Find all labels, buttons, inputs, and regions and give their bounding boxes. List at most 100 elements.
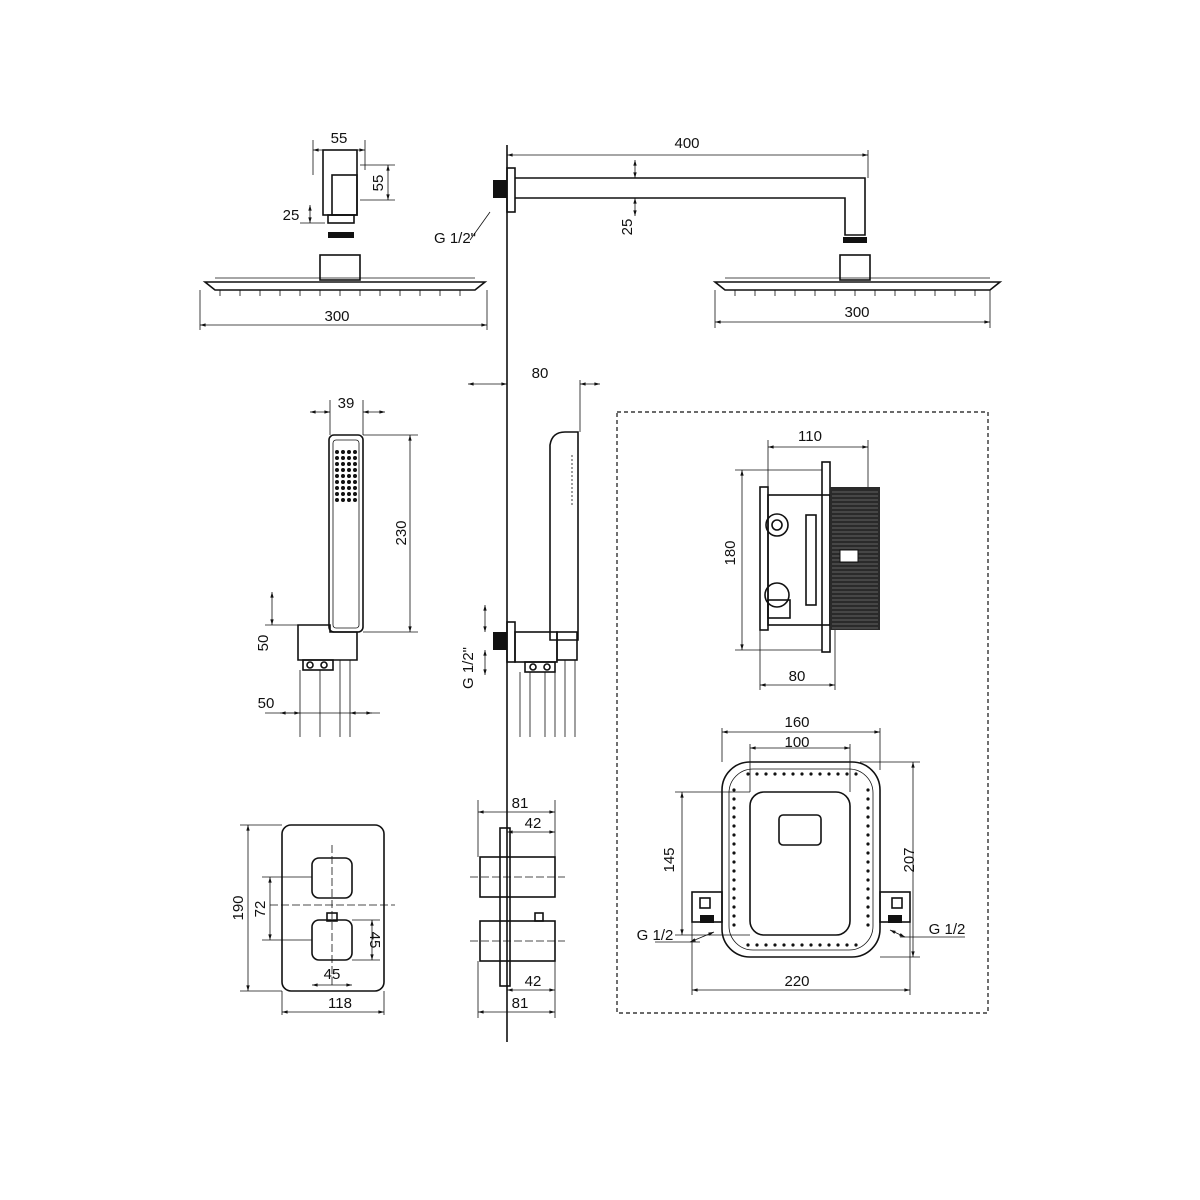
box-hole [866,914,870,918]
box-hole [866,869,870,873]
dim-box-total-width: 220 [784,973,809,990]
dim-arm-length: 400 [674,135,699,152]
box-hole [800,943,804,947]
dim-hand-thread: G 1/2" [460,647,477,689]
nozzle-dot [347,474,351,478]
box-hole [866,905,870,909]
dim-box-outer-width: 160 [784,714,809,731]
box-hole [755,943,759,947]
nozzle-dot [335,498,339,502]
box-hole [827,943,831,947]
dim-inlet-left: G 1/2 [637,927,674,944]
box-hole [854,772,858,776]
dim-trim-depth-top: 81 [512,795,529,812]
nozzle-dot [341,480,345,484]
box-hole [809,943,813,947]
nozzle-dot [347,468,351,472]
nozzle-dot [335,486,339,490]
box-hole [782,772,786,776]
dim-hand-width: 39 [338,395,355,412]
nozzle-dot [353,486,357,490]
box-hole [732,833,736,837]
box-hole [845,772,849,776]
box-hole [791,772,795,776]
box-hole [732,806,736,810]
dim-overhead-bracket-height: 55 [370,175,387,192]
box-hole [866,833,870,837]
box-hole [732,788,736,792]
hand-shower-side [467,380,600,737]
dim-valve-depth: 110 [798,428,822,445]
dim-overhead-connector: 25 [283,207,300,224]
dim-hand-length: 230 [393,520,410,545]
box-hole [866,797,870,801]
dim-knob-height: 45 [366,932,383,949]
box-hole [732,914,736,918]
nozzle-dot [347,486,351,490]
dim-head-right-width: 300 [844,304,869,321]
box-hole [854,943,858,947]
nozzle-dot [335,492,339,496]
dim-overhead-bracket-width: 55 [331,130,348,147]
nozzle-dot [353,480,357,484]
box-hole [866,806,870,810]
box-hole [800,772,804,776]
valve-body-side [735,440,880,690]
dim-box-inner-height: 145 [661,847,678,872]
nozzle-dot [335,456,339,460]
box-hole [866,851,870,855]
box-hole [818,772,822,776]
dim-arm-thread: G 1/2" [434,230,476,247]
nozzle-dot [353,474,357,478]
nozzle-dot [347,498,351,502]
box-hole [836,772,840,776]
box-hole [732,824,736,828]
dim-plate-height: 190 [230,895,247,920]
box-hole [764,772,768,776]
box-hole [746,772,750,776]
dim-box-outer-height: 207 [901,847,918,872]
nozzle-dot [347,492,351,496]
box-hole [773,943,777,947]
overhead-shower-side [469,150,1003,328]
box-hole [818,943,822,947]
nozzle-dot [341,462,345,466]
dim-box-inner-width: 100 [784,734,809,751]
dim-trim-depth-bottom: 81 [512,995,529,1012]
box-hole [746,943,750,947]
concealed-body-panel [616,411,989,1014]
thermostat-trim-side [470,800,565,1018]
nozzle-dot [335,480,339,484]
nozzle-dot [353,462,357,466]
box-hole [732,851,736,855]
dim-knob-depth-top: 42 [525,815,542,832]
dim-knob-depth-bottom: 42 [525,973,542,990]
nozzle-dot [341,474,345,478]
dim-inlet-right: G 1/2 [929,921,966,938]
box-hole [732,860,736,864]
box-hole [866,860,870,864]
box-hole [732,842,736,846]
box-hole [732,869,736,873]
concealed-box-front [655,728,965,995]
box-hole [732,878,736,882]
dim-valve-height: 180 [722,540,739,565]
nozzle-dot [341,498,345,502]
box-hole [809,772,813,776]
box-hole [827,772,831,776]
box-hole [732,815,736,819]
dim-head-left-width: 300 [324,308,349,325]
box-hole [866,815,870,819]
box-hole [791,943,795,947]
box-hole [764,943,768,947]
nozzle-dot [341,450,345,454]
nozzle-dot [335,450,339,454]
box-hole [732,923,736,927]
thermostat-trim-front [240,824,395,1015]
box-hole [866,824,870,828]
nozzle-dot [347,480,351,484]
nozzle-dot [347,450,351,454]
box-hole [866,842,870,846]
